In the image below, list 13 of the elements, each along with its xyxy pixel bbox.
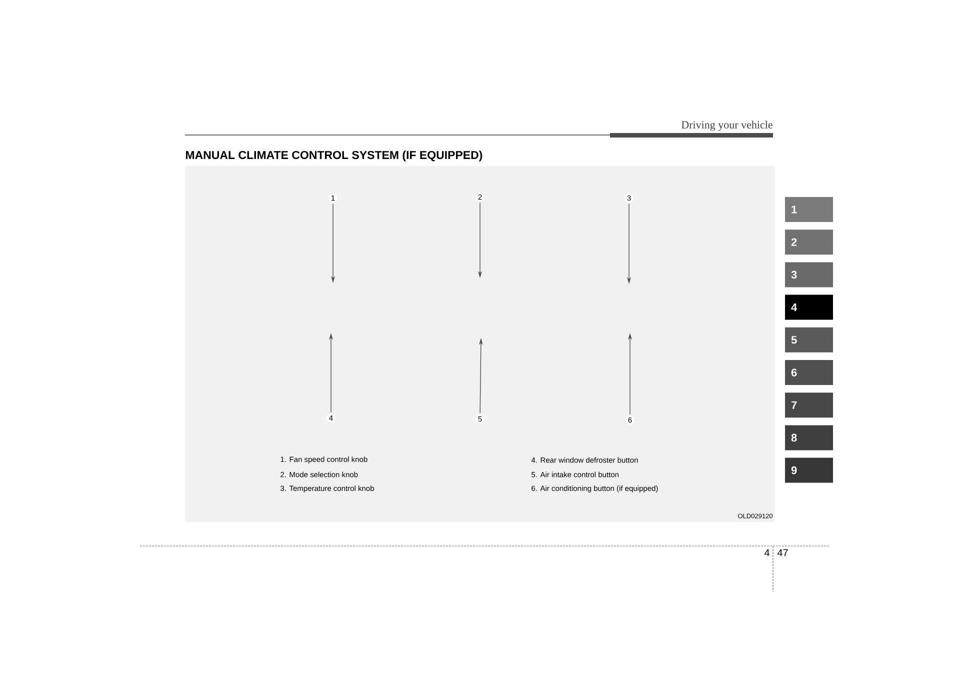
title: MANUAL CLIMATE CONTROL SYSTEM (IF EQUIPPED) (186, 150, 482, 162)
page-number: 47 (777, 549, 788, 556)
chapter-tab: 8 (785, 425, 833, 450)
running-header: Driving your vehicle (681, 120, 772, 131)
chapter-tab: 5 (785, 327, 833, 352)
chapter-tab: 2 (785, 230, 833, 255)
chapter-tab: 6 (785, 360, 833, 385)
chapter-tab: 4 (785, 294, 833, 320)
section-number: 4 (764, 549, 770, 556)
chapter-tab: 3 (785, 262, 833, 288)
chapter-tab: 1 (785, 197, 833, 222)
chapter-tab: 7 (785, 392, 833, 418)
chapter-tab: 9 (785, 458, 833, 483)
